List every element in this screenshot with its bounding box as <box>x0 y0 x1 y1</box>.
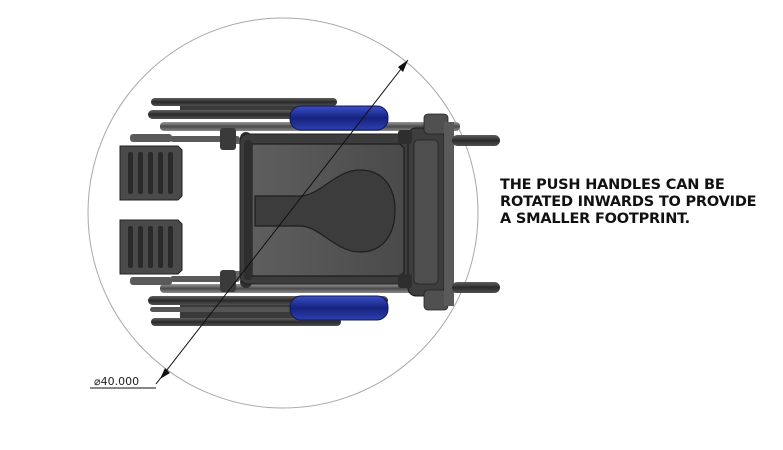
diameter-symbol: ⌀ <box>94 375 101 388</box>
dimension-arrow-top <box>398 60 408 72</box>
diameter-value: 40.000 <box>101 375 140 388</box>
footprint-circle <box>87 17 479 409</box>
backrest <box>407 113 454 311</box>
note-line-3: A SMALLER FOOTPRINT. <box>500 211 690 227</box>
seat-left-rail <box>244 140 252 280</box>
note-line-2: ROTATED INWARDS TO PROVIDE <box>500 194 757 210</box>
wheel-hubs <box>398 130 412 288</box>
footrest-top <box>119 145 183 201</box>
push-handle-note: THE PUSH HANDLES CAN BE ROTATED INWARDS … <box>500 177 770 228</box>
note-line-1: THE PUSH HANDLES CAN BE <box>500 177 725 193</box>
diameter-dimension-line <box>155 59 409 385</box>
footrest-bottom <box>119 219 183 275</box>
diameter-dimension-label: ⌀40.000 <box>94 375 139 388</box>
armrest-pad-bottom <box>289 295 389 321</box>
push-handles <box>452 135 500 293</box>
front-rigging <box>130 128 252 292</box>
dimension-arrow-bottom <box>160 368 170 379</box>
armrest-pad-top <box>289 105 389 131</box>
